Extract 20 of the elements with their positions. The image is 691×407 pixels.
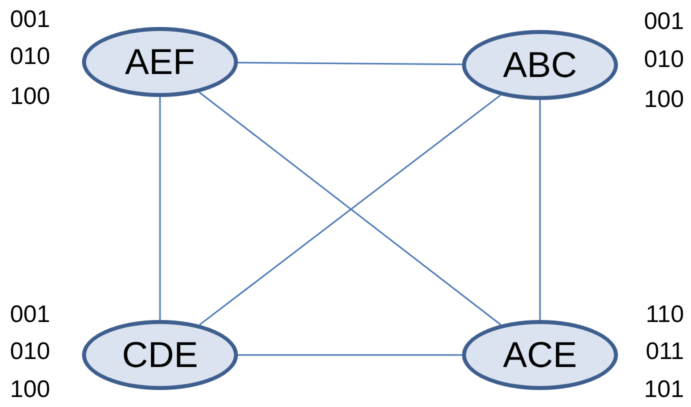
code-label: 011 — [646, 340, 684, 364]
code-label: 101 — [644, 378, 684, 402]
node-label: AEF — [124, 44, 195, 80]
connector-line — [159, 97, 161, 320]
code-label: 010 — [10, 45, 50, 69]
node-label: CDE — [122, 337, 198, 373]
code-label: 100 — [10, 85, 50, 109]
node-label: ACE — [502, 337, 578, 373]
connector-line — [238, 62, 462, 66]
code-label: 010 — [10, 340, 50, 364]
connector-line — [238, 354, 462, 356]
code-label: 110 — [646, 303, 684, 327]
code-label: 001 — [644, 10, 684, 34]
code-label: 100 — [644, 88, 684, 112]
node-label: ABC — [502, 47, 578, 83]
code-label: 001 — [10, 303, 50, 327]
code-label: 010 — [644, 48, 684, 72]
code-label: 100 — [10, 378, 50, 402]
code-label: 001 — [10, 8, 50, 32]
connector-line — [539, 100, 541, 320]
